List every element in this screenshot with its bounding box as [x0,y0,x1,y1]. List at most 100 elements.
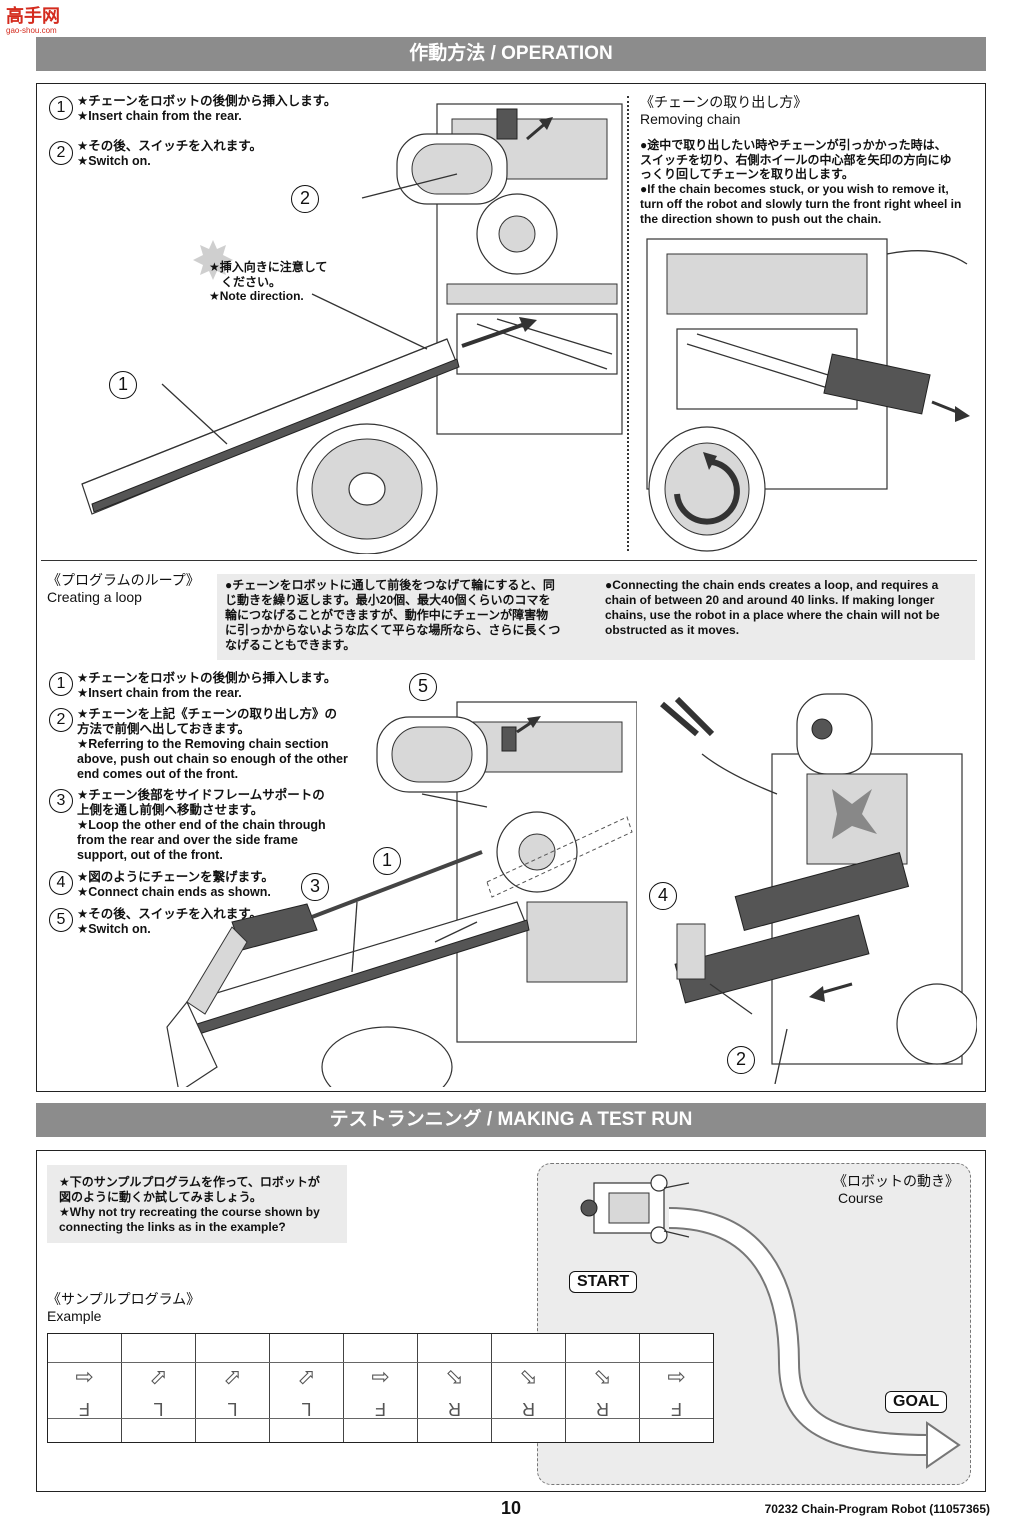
note-jp-2: ください。 [221,274,282,289]
chain-top-rail [48,1362,713,1363]
loop-step-2-l1: ★チェーンを上記《チェーンの取り出し方》の [77,707,337,721]
test-intro-en-2: connecting the links as in the example? [59,1220,286,1234]
loop-step-number-3: 3 [49,789,73,813]
chain-bottom-rail [48,1418,713,1419]
step-1-text: ★チェーンをロボットの後側から挿入します。 ★Insert chain from… [77,94,397,124]
link-letter: R [596,1399,609,1419]
link-letter: F [671,1399,682,1419]
sample-chain: ⇨ F ⬀ L ⬀ L ⬀ L ⇨ F ⬂ R [47,1333,714,1443]
loop-jp-4: に引っかからないような広くて平らな場所なら、さらに長くつ [225,623,561,637]
loop-step-2-l5: end comes out of the front. [77,767,239,781]
loop-step-5-en: ★Switch on. [77,922,151,936]
loop-description: ●チェーンをロボットに通して前後をつなげて輪にすると、同 じ動きを繰り返します。… [217,574,975,660]
loop-step-4-en: ★Connect chain ends as shown. [77,885,271,899]
removing-title-en: Removing chain [640,111,741,127]
link-arrow-icon: ⬀ [223,1364,242,1389]
loop-en-1: ●Connecting the chain ends creates a loo… [605,578,939,592]
link-letter: L [301,1399,312,1419]
chain-link: ⬀ L [196,1334,270,1442]
logo-sub: gao-shou.com [6,26,57,35]
removing-chain-title: 《チェーンの取り出し方》 Removing chain [640,94,807,128]
removing-jp-2: スイッチを切り、右側ホイールの中心部を矢印の方向にゆ [640,152,952,167]
loop-step-number-4: 4 [49,871,73,895]
test-intro: ★下のサンプルプログラムを作って、ロボットが 図のように動くか試してみましょう。… [47,1165,347,1243]
link-arrow-icon: ⬂ [519,1364,538,1389]
link-arrow-icon: ⬀ [149,1364,168,1389]
step-1-en: ★Insert chain from the rear. [77,109,242,123]
loop-jp-5: なげることもできます。 [225,638,356,652]
callout-4-loop: 4 [649,882,677,910]
loop-en-3: chains, use the robot in a place where t… [605,608,940,622]
section-header-test-run: テストランニング / MAKING A TEST RUN [36,1103,986,1137]
dotted-divider [627,96,629,551]
loop-step-2: ★チェーンを上記《チェーンの取り出し方》の 方法で前側へ出しておきます。 ★Re… [77,707,349,782]
test-intro-jp-1: ★下のサンプルプログラムを作って、ロボットが [59,1175,320,1189]
loop-step-number-2: 2 [49,708,73,732]
loop-step-3: ★チェーン後部をサイドフレームサポートの 上側を通し前側へ移動させます。 ★Lo… [77,788,349,863]
loop-jp-2: じ動きを繰り返します。最小20個、最大40個くらいのコマを [225,593,551,607]
link-arrow-icon: ⇨ [75,1364,94,1389]
loop-step-2-l4: above, push out chain so enough of the o… [77,752,348,766]
removing-en-3: the direction shown to push out the chai… [640,211,882,226]
removing-jp-1: ●途中で取り出したい時やチェーンが引っかかった時は、 [640,138,947,152]
loop-step-3-l5: support, out of the front. [77,848,223,862]
removing-jp-3: っくり回してチェーンを取り出します。 [640,167,854,182]
step-1-jp: ★チェーンをロボットの後側から挿入します。 [77,94,337,108]
loop-step-1-jp: ★チェーンをロボットの後側から挿入します。 [77,671,337,685]
step-2-en: ★Switch on. [77,154,151,168]
chain-link: ⇨ F [48,1334,122,1442]
loop-connect-illustration [660,693,977,1084]
product-code: 70232 Chain-Program Robot (11057365) [764,1502,990,1516]
loop-title-en: Creating a loop [47,589,142,605]
note-direction: ★挿入向きに注意して ください。 ★Note direction. [209,260,359,304]
chain-link: ⬂ R [418,1334,492,1442]
removing-chain-body: ●途中で取り出したい時やチェーンが引っかかった時は、 スイッチを切り、右側ホイー… [640,138,980,226]
note-jp-1: ★挿入向きに注意して [209,260,328,274]
loop-step-1: ★チェーンをロボットの後側から挿入します。 ★Insert chain from… [77,671,337,701]
callout-5-loop: 5 [409,673,437,701]
loop-step-4: ★図のようにチェーンを繋げます。 ★Connect chain ends as … [77,870,337,900]
chain-link: ⇨ F [344,1334,418,1442]
link-letter: L [227,1399,238,1419]
loop-title-jp: 《プログラムのループ》 [47,572,200,588]
callout-1-top: 1 [109,371,137,399]
example-title: 《サンプルプログラム》 Example [47,1291,200,1325]
test-intro-en-1: ★Why not try recreating the course shown… [59,1205,320,1219]
loop-desc-en: ●Connecting the chain ends creates a loo… [605,578,971,638]
loop-step-number-5: 5 [49,908,73,932]
page-number: 10 [500,1498,522,1518]
operation-panel: 1 ★チェーンをロボットの後側から挿入します。 ★Insert chain fr… [36,83,986,1092]
callout-3-loop: 3 [301,873,329,901]
note-starburst-icon [193,240,233,280]
course-title-en: Course [838,1190,884,1206]
chain-link: ⬀ L [270,1334,344,1442]
loop-step-number-1: 1 [49,672,73,696]
course-title: 《ロボットの動き》 Course [833,1173,959,1207]
course-title-jp: 《ロボットの動き》 [833,1173,959,1189]
removing-chain-illustration [646,238,970,552]
link-arrow-icon: ⬀ [297,1364,316,1389]
step-2-jp: ★その後、スイッチを入れます。 [77,139,262,153]
loop-step-3-l3: ★Loop the other end of the chain through [77,818,326,832]
link-letter: L [153,1399,164,1419]
course-path-illustration [580,1174,961,1469]
chain-link: ⇨ F [640,1334,713,1442]
loop-step-3-l4: from the rear and over the side frame [77,833,298,847]
link-letter: R [522,1399,535,1419]
test-intro-text: ★下のサンプルプログラムを作って、ロボットが 図のように動くか試してみましょう。… [59,1175,349,1235]
note-en: ★Note direction. [209,289,304,303]
section-header-operation: 作動方法 / OPERATION [36,37,986,71]
chain-link: ⬂ R [492,1334,566,1442]
insert-chain-illustration [81,103,623,554]
link-arrow-icon: ⇨ [667,1364,686,1389]
removing-en-2: turn off the robot and slowly turn the f… [640,196,962,211]
step-number-2: 2 [49,141,73,165]
chain-link: ⬂ R [566,1334,640,1442]
link-arrow-icon: ⬂ [445,1364,464,1389]
loop-jp-3: 輪につなげることができますが、動作中にチェーンが障害物 [225,608,549,622]
callout-1-loop: 1 [373,847,401,875]
step-2-text: ★その後、スイッチを入れます。 ★Switch on. [77,139,397,169]
loop-step-5-jp: ★その後、スイッチを入れます。 [77,907,262,921]
test-intro-jp-2: 図のように動くか試してみましょう。 [59,1190,262,1204]
chain-links: ⇨ F ⬀ L ⬀ L ⬀ L ⇨ F ⬂ R [48,1334,713,1442]
